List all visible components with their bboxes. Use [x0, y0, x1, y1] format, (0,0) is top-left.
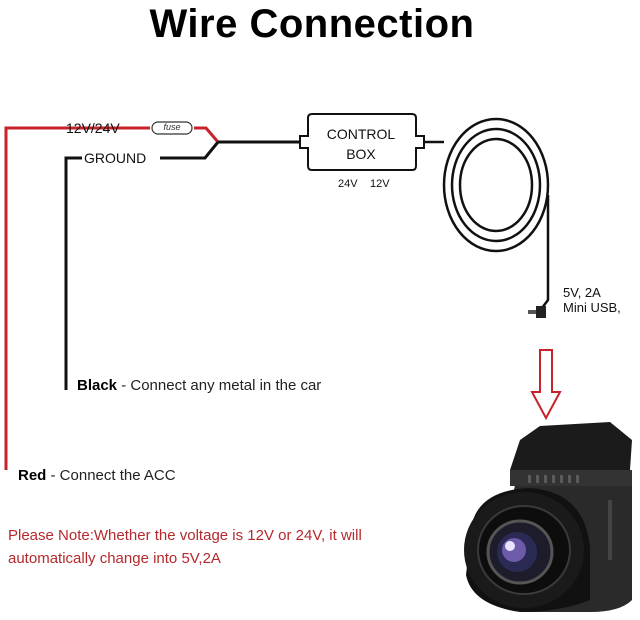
control-box-label: CONTROL BOX — [306, 124, 416, 164]
control-box-shape — [299, 113, 425, 171]
down-arrow — [530, 349, 562, 421]
fuse-shape — [151, 121, 193, 135]
voltage-note: Please Note:Whether the voltage is 12V o… — [8, 527, 362, 567]
black-wire-text: - Connect any metal in the car — [117, 377, 322, 394]
page-title: Wire Connection — [149, 2, 475, 46]
usb-spec-line1: 5V, 2A — [563, 285, 601, 300]
usb-spec-line2: Mini USB, — [563, 300, 621, 315]
red-wire — [4, 126, 220, 470]
black-wire-description: Black - Connect any metal in the car — [77, 377, 321, 394]
control-box-line2: BOX — [346, 146, 376, 162]
coiled-cable — [442, 117, 550, 253]
power-wire-label: 12V/24V — [66, 120, 120, 136]
black-wire-name: Black — [77, 377, 118, 394]
red-wire-text: - Connect the ACC — [46, 467, 176, 484]
dash-camera-image — [464, 422, 632, 612]
red-wire-name: Red — [18, 467, 47, 484]
red-wire-description: Red - Connect the ACC — [18, 467, 176, 484]
control-box-line1: CONTROL — [326, 126, 396, 142]
usb-cable — [541, 195, 550, 309]
mini-usb-plug — [528, 306, 546, 318]
voltage-24-label: 24V — [338, 178, 358, 190]
ground-wire-label: GROUND — [84, 150, 147, 166]
voltage-12-label: 12V — [370, 178, 390, 190]
fuse-label: fuse — [163, 122, 181, 132]
black-ground-wire — [64, 141, 220, 390]
